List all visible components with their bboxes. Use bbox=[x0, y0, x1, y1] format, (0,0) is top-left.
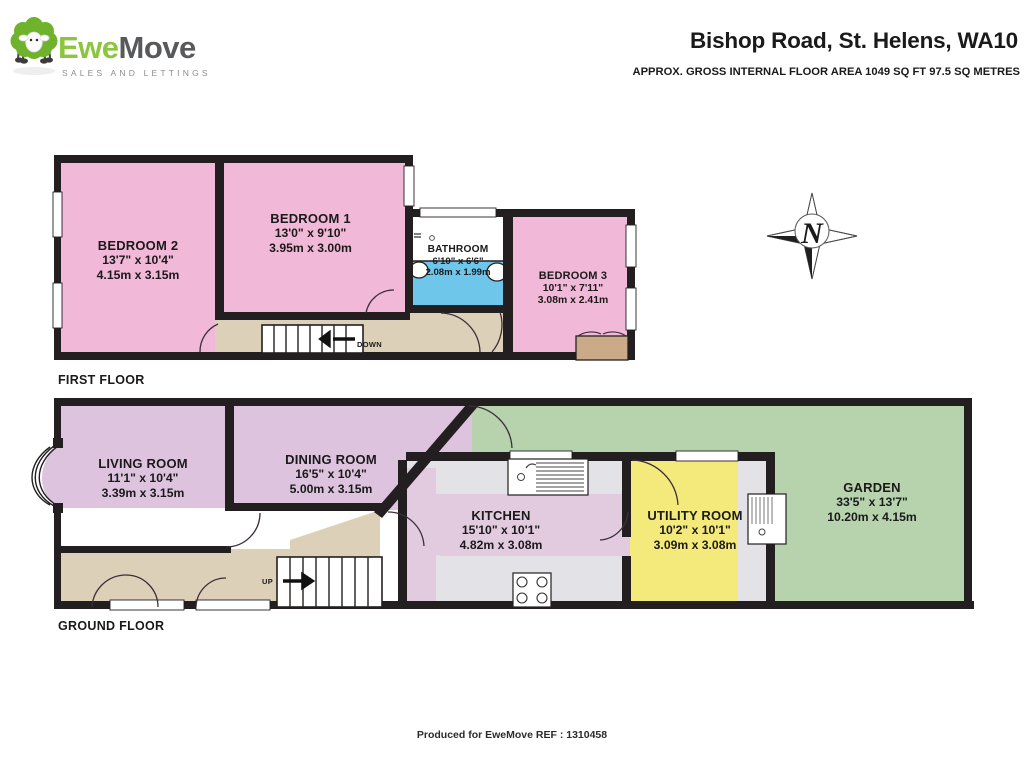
ewemove-logo: EweMove SALES AND LETTINGS bbox=[10, 14, 310, 86]
room-fill-bedroom-1 bbox=[224, 162, 406, 315]
brand-wordmark: EweMove bbox=[58, 32, 196, 63]
staircase-ground-floor bbox=[276, 556, 383, 608]
sheep-logo-icon bbox=[10, 17, 58, 75]
footer-credit: Produced for EweMove REF : 1310458 bbox=[416, 729, 608, 741]
first-floor-plan bbox=[52, 155, 637, 361]
bay-window-fill bbox=[42, 443, 60, 508]
compass-rose: N bbox=[762, 188, 862, 284]
room-fill-bedroom-3 bbox=[513, 216, 631, 356]
bath-fixture bbox=[408, 212, 506, 262]
compass-north-icon: N bbox=[766, 192, 858, 280]
staircase-first-floor bbox=[261, 324, 364, 354]
bay-window-living-room bbox=[31, 445, 59, 507]
bath-plug-icon bbox=[429, 235, 435, 241]
first-floor-windows bbox=[52, 165, 637, 331]
kitchen-hob bbox=[512, 572, 552, 608]
stairs-down-arrow-icon bbox=[318, 329, 355, 349]
ground-floor-plan bbox=[31, 398, 974, 611]
room-fill-living-room bbox=[60, 405, 225, 508]
landing-extension bbox=[406, 308, 506, 356]
cupboard-bedroom-3 bbox=[575, 331, 629, 361]
room-fill-bedroom-2 bbox=[60, 162, 215, 354]
bath-tap-icon bbox=[414, 233, 421, 238]
first-floor-walls bbox=[54, 155, 635, 360]
compass-north-letter: N bbox=[800, 217, 824, 250]
page-title: Bishop Road, St. Helens, WA10 bbox=[689, 28, 1018, 53]
ground-floor-caption: GROUND FLOOR bbox=[58, 619, 165, 633]
brand-name-move: Move bbox=[118, 30, 197, 65]
brand-tagline: SALES AND LETTINGS bbox=[62, 68, 211, 78]
stairs-up-label: UP bbox=[262, 577, 274, 586]
ground-floor-doors bbox=[91, 405, 679, 608]
floor-area-subtitle: APPROX. GROSS INTERNAL FLOOR AREA 1049 S… bbox=[632, 66, 1021, 78]
kitchen-sink bbox=[507, 458, 589, 496]
brand-name-ewe: Ewe bbox=[58, 30, 119, 65]
first-floor-caption: FIRST FLOOR bbox=[58, 373, 145, 387]
first-floor-doors bbox=[199, 289, 503, 353]
utility-appliance bbox=[747, 493, 787, 545]
stairs-up-arrow-icon bbox=[283, 571, 316, 591]
stairs-down-label: DOWN bbox=[357, 340, 382, 349]
